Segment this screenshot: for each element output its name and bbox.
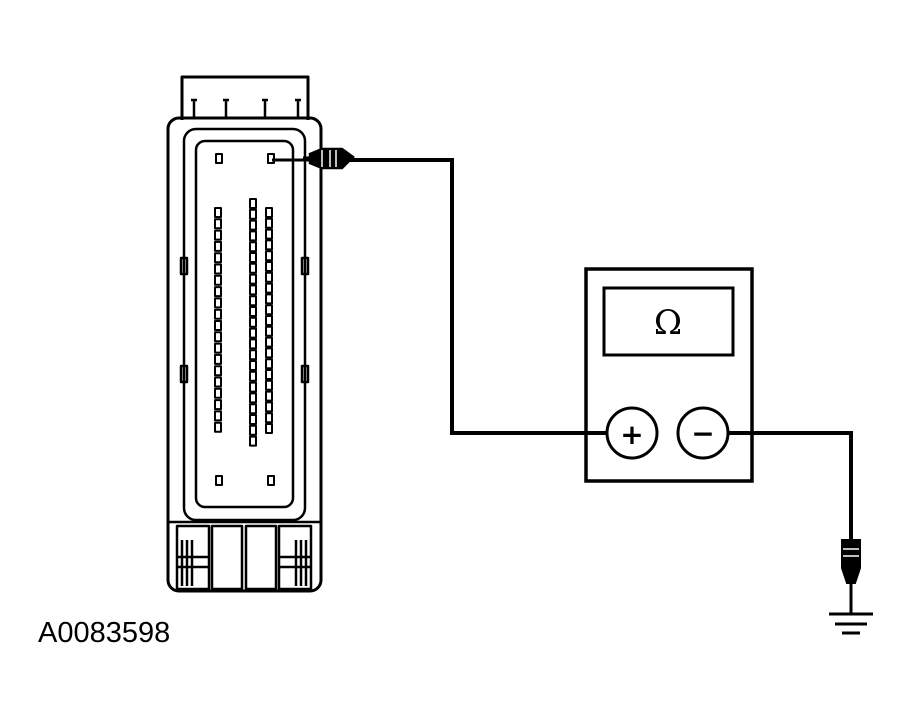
meter-display (602, 286, 735, 357)
connector-pin (249, 295, 257, 307)
connector-pin (249, 392, 257, 404)
connector-pin (214, 218, 222, 230)
connector-pin (265, 379, 273, 391)
connector-pin (249, 338, 257, 350)
connector-pin (249, 370, 257, 382)
connector-pin (249, 262, 257, 274)
connector-pin (265, 358, 273, 370)
connector-pin (265, 271, 273, 283)
connector-pin (249, 381, 257, 393)
connector-pin (214, 240, 222, 252)
connector-pin (214, 286, 222, 298)
connector-pin (265, 217, 273, 229)
connector-pin (214, 331, 222, 343)
connector-pin (265, 282, 273, 294)
connector-pin (214, 207, 222, 218)
connector-pin (249, 403, 257, 415)
connector-pin (214, 365, 222, 377)
connector-pin (249, 435, 257, 447)
connector-pin (249, 349, 257, 361)
negative-test-lead (728, 431, 853, 613)
connector-pin (249, 273, 257, 285)
connector-pin (214, 342, 222, 354)
connector-pin (214, 308, 222, 320)
connector-pin (249, 360, 257, 371)
ohmmeter-icon: Ω + − (584, 267, 754, 483)
meter-negative-label: − (691, 417, 714, 450)
connector-pin (214, 399, 222, 411)
connector-latch-teeth (191, 98, 301, 118)
connector-pin (249, 198, 257, 209)
connector-pin (249, 306, 257, 317)
connector-pin (249, 241, 257, 253)
connector-pin (214, 320, 222, 331)
connector-pin-face (194, 139, 295, 509)
connector-pin (265, 304, 273, 316)
figure-id-label: A0083598 (38, 617, 171, 649)
connector-pin (265, 401, 273, 413)
connector-pin (214, 410, 222, 422)
connector-pin (265, 412, 273, 424)
connector-pin (249, 219, 257, 231)
connector-pin (265, 336, 273, 348)
connector-pin (265, 315, 273, 326)
meter-positive-terminal[interactable] (605, 406, 659, 460)
connector-inner-frame (182, 127, 307, 522)
ecu-connector-icon (166, 75, 323, 593)
connector-pin (249, 208, 257, 220)
connector-pin (215, 475, 223, 486)
test-probe-icon (303, 147, 355, 170)
meter-positive-label: + (620, 418, 643, 451)
connector-pin (265, 228, 273, 240)
connector-pin (249, 424, 257, 436)
connector-housing (166, 116, 323, 593)
connector-pin (265, 390, 273, 402)
connector-top-latch (180, 75, 310, 120)
connector-pin (265, 293, 273, 305)
connector-pin (265, 325, 273, 337)
connector-pin (249, 252, 257, 263)
connector-pin (249, 327, 257, 339)
connector-pin (214, 387, 222, 399)
connector-pin (215, 153, 223, 164)
connector-pin (214, 263, 222, 275)
connector-pins (214, 153, 275, 486)
connector-pin (265, 261, 273, 272)
connector-side-tabs (179, 256, 310, 384)
connector-pin (214, 353, 222, 365)
connector-pin (265, 347, 273, 359)
connector-bottom-lock (168, 520, 321, 591)
ground-probe-icon (841, 539, 861, 584)
connector-pin (265, 423, 273, 434)
connector-pin (214, 421, 222, 433)
meter-body (584, 267, 754, 483)
ground-symbol-icon (829, 612, 873, 635)
connector-pin (249, 230, 257, 242)
connector-pin (249, 316, 257, 328)
connector-pin (265, 207, 273, 218)
connector-pin (214, 229, 222, 241)
connector-pin (249, 414, 257, 425)
connector-pin (249, 284, 257, 296)
connector-pin (265, 250, 273, 262)
connector-pin (265, 369, 273, 380)
connector-pin (214, 376, 222, 388)
connector-pin (265, 239, 273, 251)
connector-pin (214, 252, 222, 264)
connector-pin (267, 475, 275, 486)
connector-pin (214, 297, 222, 309)
meter-display-symbol: Ω (654, 303, 682, 343)
connector-pin (214, 274, 222, 286)
